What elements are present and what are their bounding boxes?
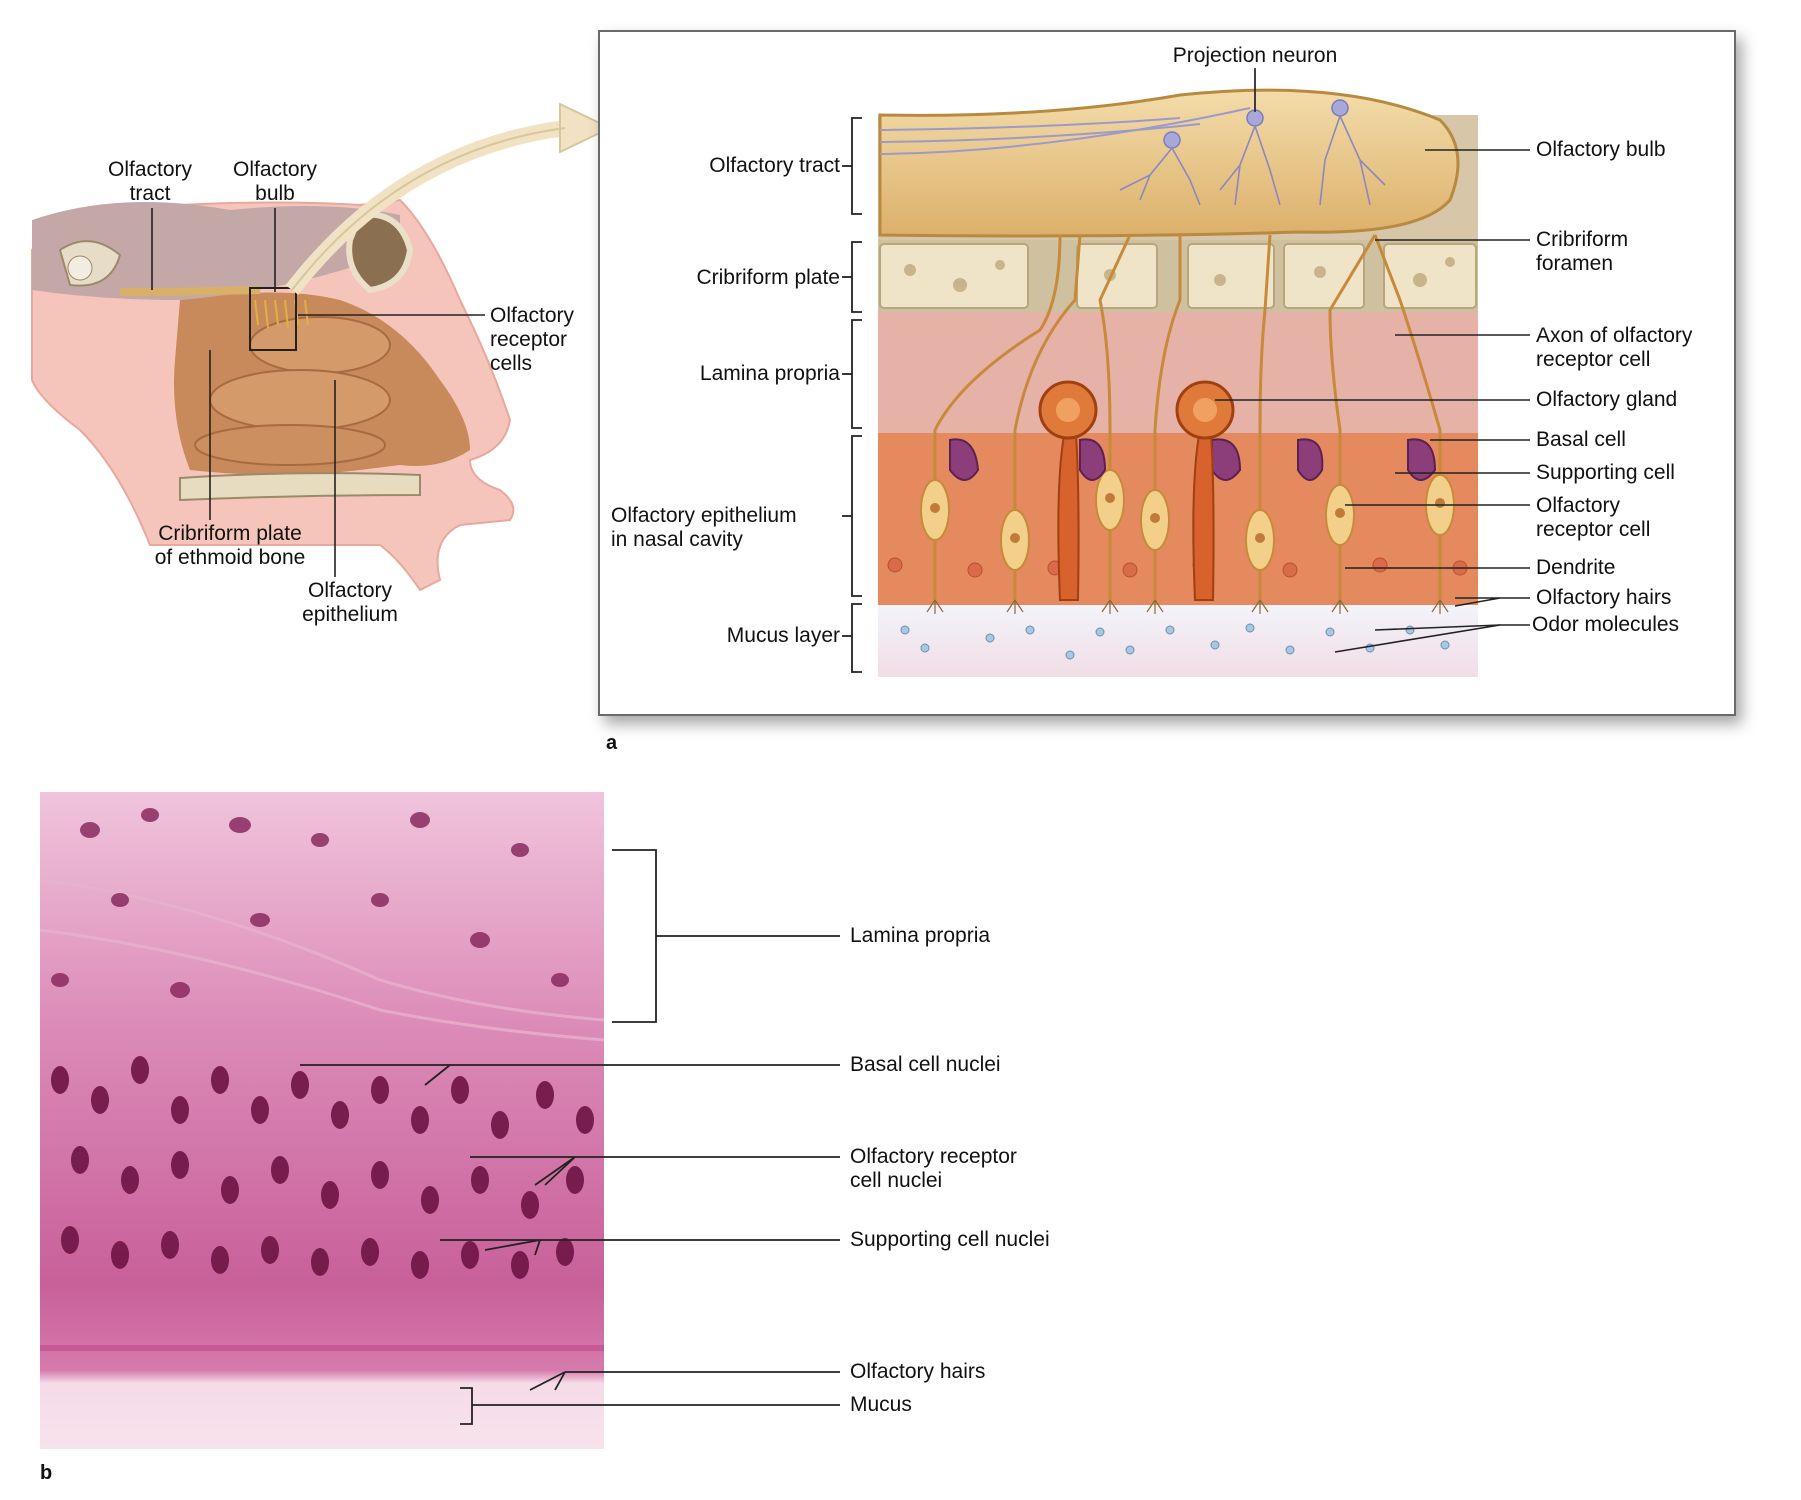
basal-cells xyxy=(949,438,1437,481)
label-b-supporting-cell-nuclei: Supporting cell nuclei xyxy=(850,1228,1050,1251)
label-supporting-cell: Supporting cell xyxy=(1536,461,1675,484)
nasal-cavity-overview xyxy=(31,102,613,592)
receptor-cells xyxy=(920,234,1455,600)
label-projection-neuron: Projection neuron xyxy=(1172,44,1338,67)
histology-micrograph xyxy=(39,792,605,1449)
label-olfactory-receptor-cell: Olfactory receptor cell xyxy=(1536,494,1651,541)
panel-a-letter: a xyxy=(606,732,618,754)
label-overview-olfactory-bulb: Olfactory bulb xyxy=(232,158,318,205)
detail-brackets xyxy=(842,117,862,673)
panel-b-letter: b xyxy=(40,1462,53,1484)
label-b-basal-cell-nuclei: Basal cell nuclei xyxy=(850,1053,1001,1076)
label-overview-cribriform-plate: Cribriform plate of ethmoid bone xyxy=(154,522,306,569)
label-b-olfactory-receptor-cell-nuclei: Olfactory receptor cell nuclei xyxy=(850,1145,1017,1192)
overview-leader-lines xyxy=(151,208,485,577)
olfactory-glands xyxy=(1038,380,1235,601)
label-detail-olfactory-tract: Olfactory tract xyxy=(709,154,840,177)
histology-leader-lines xyxy=(300,849,840,1425)
label-axon-of-olfactory-receptor-cell: Axon of olfactory receptor cell xyxy=(1536,324,1693,371)
label-b-lamina-propria: Lamina propria xyxy=(850,924,991,947)
label-overview-olfactory-tract: Olfactory tract xyxy=(107,158,193,205)
detail-leader-lines xyxy=(1215,68,1530,653)
label-dendrite: Dendrite xyxy=(1536,556,1616,579)
label-cribriform-foramen: Cribriform foramen xyxy=(1536,228,1629,275)
label-odor-molecules: Odor molecules xyxy=(1532,613,1680,636)
label-olfactory-hairs: Olfactory hairs xyxy=(1536,586,1672,609)
label-overview-olfactory-receptor-cells: Olfactory receptor cells xyxy=(490,304,575,375)
label-overview-olfactory-epithelium: Olfactory epithelium xyxy=(302,579,398,626)
label-olfactory-gland: Olfactory gland xyxy=(1536,388,1678,411)
olfactory-detail-illustration xyxy=(878,70,1478,677)
label-b-olfactory-hairs: Olfactory hairs xyxy=(850,1360,986,1383)
label-olfactory-bulb: Olfactory bulb xyxy=(1536,138,1666,161)
label-detail-olfactory-epithelium: Olfactory epithelium in nasal cavity xyxy=(611,504,797,551)
label-detail-cribriform-plate: Cribriform plate xyxy=(696,266,840,289)
label-detail-mucus-layer: Mucus layer xyxy=(726,624,840,647)
olfactory-hairs xyxy=(926,599,1449,614)
label-b-mucus: Mucus xyxy=(850,1393,912,1416)
label-basal-cell: Basal cell xyxy=(1536,428,1626,451)
label-detail-lamina-propria: Lamina propria xyxy=(699,362,840,385)
